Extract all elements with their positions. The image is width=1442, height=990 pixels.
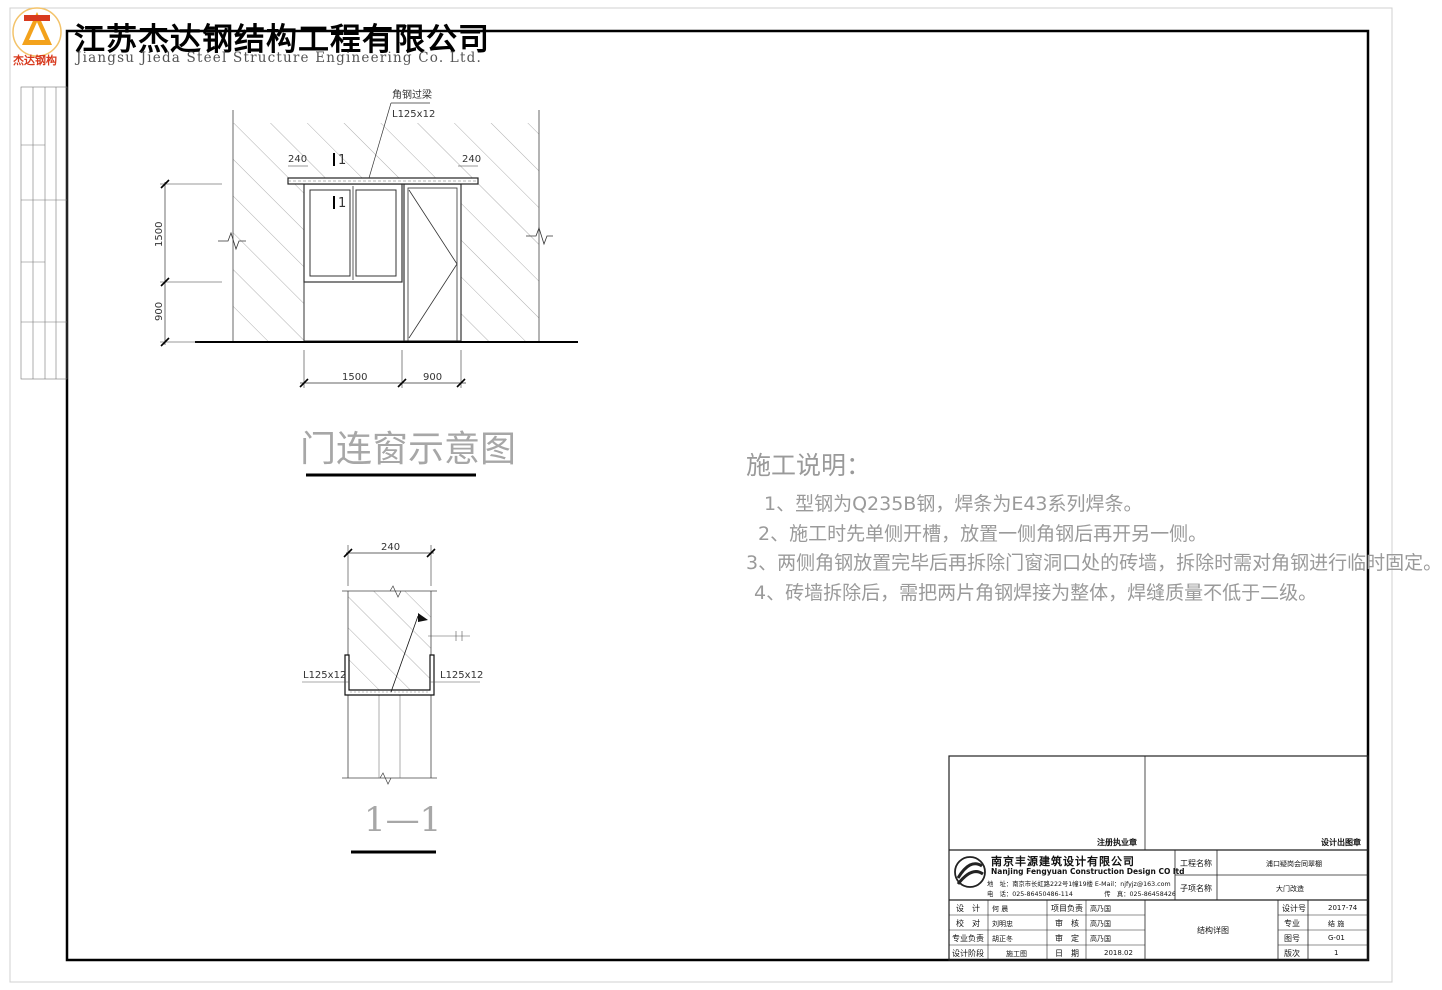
tb-row1-val1: 何 晨 [992, 905, 1009, 913]
tb-row2-key1: 校 对 [956, 919, 980, 928]
note-line-2: 2、施工时先单侧开槽，放置一侧角钢后再开另一侧。 [758, 522, 1208, 545]
company-name-cn: 江苏杰达钢结构工程有限公司 [74, 22, 490, 58]
section-mark-top: 1 [338, 153, 346, 168]
tb-row2-val1: 刘明忠 [992, 920, 1013, 928]
door-frame [403, 183, 462, 342]
sheet-outer-border [9, 7, 1393, 983]
dim-right-240: 240 [462, 154, 481, 165]
tb-row4-key1: 设计阶段 [952, 949, 984, 958]
tb-row3-val2: 高乃国 [1090, 935, 1111, 943]
door-window-title: 门连窗示意图 [300, 429, 517, 470]
angle-steel-pair [344, 654, 435, 696]
revision-value: 1 [1334, 949, 1339, 957]
design-firm-cn: 南京丰源建筑设计有限公司 [991, 855, 1135, 868]
tb-row1-val2: 高乃国 [1090, 905, 1111, 913]
drawing-frame [65, 29, 1370, 962]
tb-row1-key2: 项目负责 [1051, 904, 1083, 913]
notes-heading: 施工说明： [746, 451, 872, 480]
drawing-sheet: 角钢过梁 L125x12 240 240 1 1 1500 900 1500 9… [9, 7, 1393, 983]
revision-label: 版次 [1284, 949, 1300, 958]
subitem-name-label: 子项名称 [1180, 884, 1212, 893]
drawing-number-value: G-01 [1328, 934, 1345, 942]
tb-row3-key1: 专业负责 [952, 934, 984, 943]
note-line-4: 4、砖墙拆除后，需把两片角钢焊接为整体，焊缝质量不低于二级。 [754, 581, 1318, 604]
lintel-callout-title: 角钢过梁 [392, 88, 432, 101]
dim-left-240: 240 [288, 154, 307, 165]
project-name-label: 工程名称 [1180, 859, 1212, 868]
tb-row4-val2: 2018.02 [1104, 949, 1133, 957]
section-1-1-detail [302, 545, 480, 854]
section-mark-bottom: 1 [338, 196, 346, 211]
drawing-number-label: 图号 [1284, 934, 1300, 943]
stamp-design-issue: 设计出图章 [1321, 838, 1361, 847]
discipline-label: 专业 [1284, 919, 1300, 928]
design-firm-address: 地 址：南京市长虹路222号1幢19楼 E-Mail：njfyjz@163.co… [987, 881, 1171, 888]
dim-vert-1500: 1500 [154, 222, 165, 247]
door-window-elevation [160, 102, 578, 477]
design-firm-phone: 电 话：025-86450486-114 传 真：025-86458426 [987, 891, 1176, 898]
design-number-value: 2017-74 [1328, 904, 1358, 912]
dim-vert-900: 900 [154, 302, 165, 321]
tb-row3-key2: 审 定 [1055, 934, 1079, 943]
drawing-name: 结构详图 [1197, 926, 1229, 935]
binding-strip [20, 86, 68, 380]
dim-h-900: 900 [423, 372, 442, 383]
tb-row1-key1: 设 计 [956, 904, 980, 913]
project-name-value: 浦口疑岗会同翠棚 [1266, 860, 1322, 868]
design-number-label: 设计号 [1282, 904, 1306, 913]
section-label-right: L125x12 [440, 670, 483, 681]
tb-row4-key2: 日 期 [1055, 949, 1079, 958]
tb-row2-val2: 高乃国 [1090, 920, 1111, 928]
construction-notes: 施工说明： 1、型钢为Q235B钢，焊条为E43系列焊条。 2、施工时先单侧开槽… [746, 446, 1442, 608]
section-dim-240: 240 [381, 542, 400, 553]
discipline-value: 结 施 [1328, 920, 1345, 928]
note-line-1: 1、型钢为Q235B钢，焊条为E43系列焊条。 [764, 493, 1143, 515]
company-logo-label: 杰达钢构 [13, 54, 57, 67]
dim-h-1500: 1500 [342, 372, 367, 383]
section-label-left: L125x12 [303, 670, 346, 681]
note-line-3: 3、两侧角钢放置完毕后再拆除门窗洞口处的砖墙，拆除时需对角钢进行临时固定。 [746, 552, 1442, 574]
lintel-callout-section: L125x12 [392, 109, 435, 120]
company-logo-mark [12, 7, 62, 57]
tb-row3-val1: 胡正冬 [992, 935, 1013, 943]
subitem-name-value: 大门改造 [1276, 885, 1304, 893]
design-firm-en: Nanjing Fengyuan Construction Design CO … [991, 867, 1185, 876]
title-block [948, 755, 1369, 961]
section-title: 1—1 [364, 800, 442, 840]
stamp-registered: 注册执业章 [1097, 838, 1137, 847]
tb-row4-val1: 施工图 [1006, 950, 1027, 958]
tb-row2-key2: 审 核 [1055, 919, 1079, 928]
company-name-en: Jiangsu Jieda Steel Structure Engineerin… [76, 50, 482, 66]
